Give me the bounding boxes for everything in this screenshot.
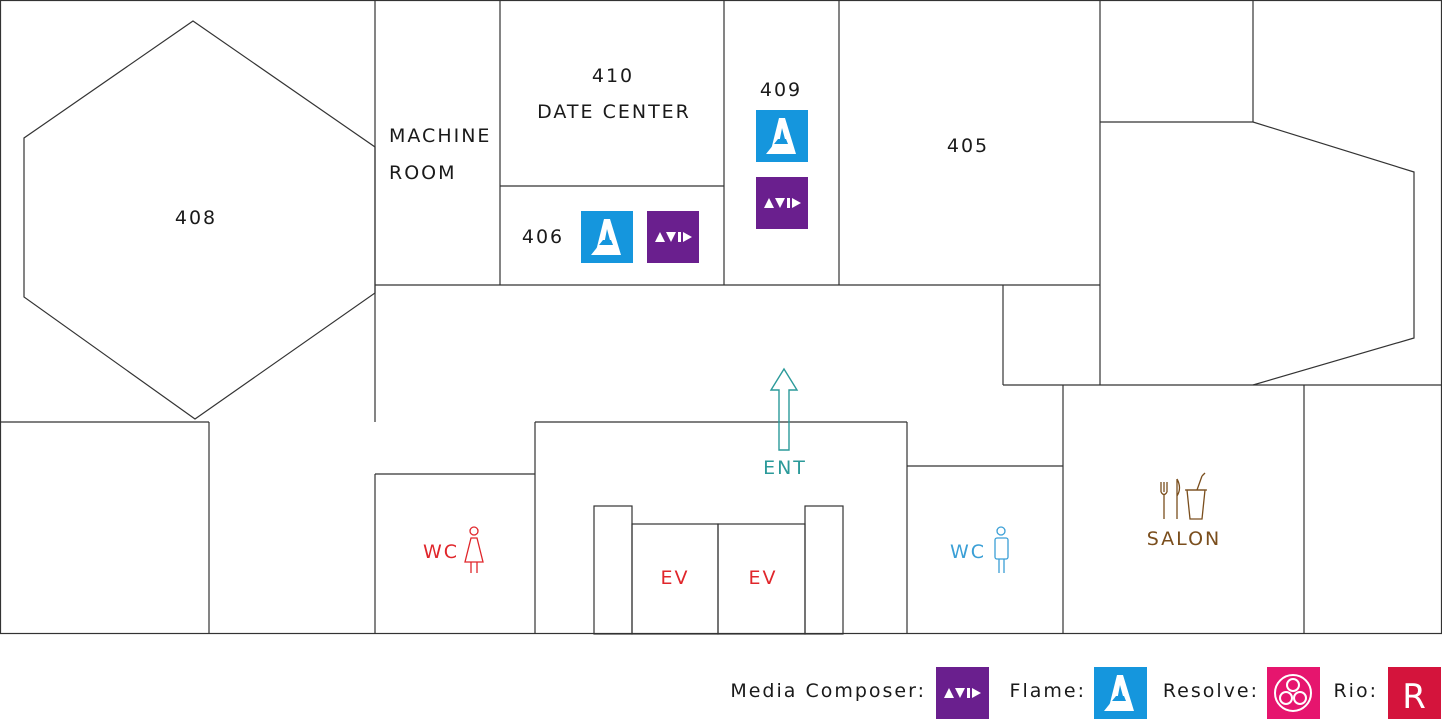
room-406-avid-badge: [647, 211, 699, 263]
room-409-flame-badge: [756, 110, 808, 162]
salon-label: SALON: [1147, 528, 1222, 550]
wc-male-label: WC: [950, 541, 986, 563]
legend-flame-badge: [1094, 667, 1147, 719]
cutlery-cup-icon: [1160, 472, 1207, 520]
room-409-label: 409: [760, 79, 802, 101]
entrance-arrow-icon: [769, 367, 799, 451]
elevator-1-label: EV: [660, 567, 689, 589]
legend-rio-label: Rio:: [1333, 680, 1378, 702]
legend-resolve-label: Resolve:: [1163, 680, 1259, 702]
room-406-label: 406: [522, 226, 564, 248]
machine-room-label-line1: MACHINE: [389, 125, 491, 147]
legend: Media Composer: Flame: Resolve: Rio: R: [730, 667, 1441, 719]
legend-resolve-badge: [1267, 667, 1320, 719]
machine-room-label-line2: ROOM: [389, 162, 457, 184]
room-410-number: 410: [592, 65, 634, 87]
room-410-name: DATE CENTER: [537, 101, 691, 123]
legend-media-composer-label: Media Composer:: [730, 680, 926, 702]
room-405-label: 405: [947, 135, 989, 157]
room-408-label: 408: [175, 207, 217, 229]
elevator-2-label: EV: [748, 567, 777, 589]
room-406-flame-badge: [581, 211, 633, 263]
female-icon: [464, 526, 484, 573]
male-icon: [994, 526, 1009, 573]
rio-icon: R: [1402, 677, 1426, 717]
room-409-avid-badge: [756, 177, 808, 229]
resolve-icon: [1274, 674, 1312, 712]
wc-female-label: WC: [423, 541, 459, 563]
legend-rio-badge: R: [1388, 667, 1441, 719]
outer-wall: [0, 0, 1442, 635]
legend-avid-badge: [936, 667, 989, 719]
entrance-label: ENT: [763, 457, 807, 479]
legend-flame-label: Flame:: [1010, 680, 1086, 702]
walls: [0, 0, 1442, 635]
